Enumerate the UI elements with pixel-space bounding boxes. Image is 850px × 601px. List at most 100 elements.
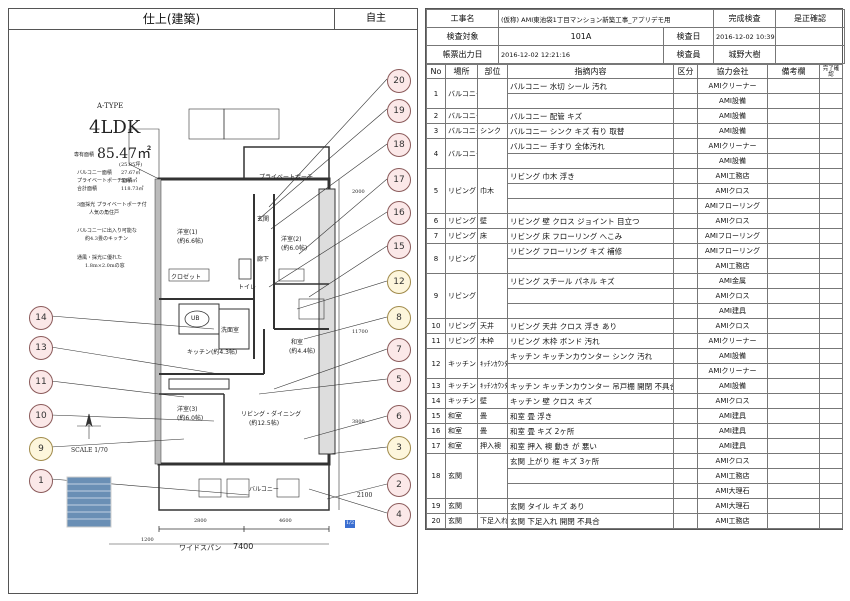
row-done-check[interactable] — [819, 138, 843, 154]
row-done-check[interactable] — [819, 348, 843, 364]
row-remarks[interactable] — [767, 288, 820, 304]
pin-5[interactable]: 5 — [387, 368, 411, 392]
pin-20[interactable]: 20 — [387, 69, 411, 93]
row-done-check[interactable] — [819, 393, 843, 409]
table-row[interactable]: AMI設備 — [427, 93, 843, 109]
row-remarks[interactable] — [767, 228, 820, 244]
row-done-check[interactable] — [819, 423, 843, 439]
row-done-check[interactable] — [819, 453, 843, 469]
row-done-check[interactable] — [819, 468, 843, 484]
row-done-check[interactable] — [819, 258, 843, 274]
table-row[interactable]: AMIクロス — [427, 183, 843, 199]
row-remarks[interactable] — [767, 138, 820, 154]
row-remarks[interactable] — [767, 318, 820, 334]
table-row[interactable]: AMIフローリング — [427, 198, 843, 214]
row-remarks[interactable] — [767, 243, 820, 259]
row-done-check[interactable] — [819, 183, 843, 199]
pin-10[interactable]: 10 — [29, 404, 53, 428]
row-done-check[interactable] — [819, 288, 843, 304]
row-remarks[interactable] — [767, 408, 820, 424]
row-done-check[interactable] — [819, 93, 843, 109]
row-remarks[interactable] — [767, 453, 820, 469]
pin-18[interactable]: 18 — [387, 133, 411, 157]
table-row[interactable]: AMIクリーナー — [427, 363, 843, 379]
row-done-check[interactable] — [819, 78, 843, 94]
row-remarks[interactable] — [767, 213, 820, 229]
pin-13[interactable]: 13 — [29, 336, 53, 360]
row-remarks[interactable] — [767, 168, 820, 184]
row-done-check[interactable] — [819, 213, 843, 229]
pin-1[interactable]: 1 — [29, 469, 53, 493]
row-done-check[interactable] — [819, 153, 843, 169]
pin-6[interactable]: 6 — [387, 405, 411, 429]
pin-17[interactable]: 17 — [387, 168, 411, 192]
pin-19[interactable]: 19 — [387, 99, 411, 123]
row-done-check[interactable] — [819, 333, 843, 349]
row-done-check[interactable] — [819, 408, 843, 424]
row-done-check[interactable] — [819, 483, 843, 499]
row-remarks[interactable] — [767, 498, 820, 514]
table-row[interactable]: AMI工務店 — [427, 258, 843, 274]
pin-2[interactable]: 2 — [387, 473, 411, 497]
table-row[interactable]: AMI設備 — [427, 153, 843, 169]
pin-7[interactable]: 7 — [387, 338, 411, 362]
row-remarks[interactable] — [767, 393, 820, 409]
row-done-check[interactable] — [819, 228, 843, 244]
row-remarks[interactable] — [767, 198, 820, 214]
row-remarks[interactable] — [767, 333, 820, 349]
pin-8[interactable]: 8 — [387, 306, 411, 330]
row-done-check[interactable] — [819, 108, 843, 124]
row-remarks[interactable] — [767, 363, 820, 379]
row-done-check[interactable] — [819, 273, 843, 289]
row-done-check[interactable] — [819, 168, 843, 184]
row-remarks[interactable] — [767, 483, 820, 499]
row-remarks[interactable] — [767, 258, 820, 274]
row-remarks[interactable] — [767, 93, 820, 109]
table-row[interactable]: AMIクロス — [427, 288, 843, 304]
pin-3[interactable]: 3 — [387, 436, 411, 460]
row-remarks[interactable] — [767, 348, 820, 364]
pin-16[interactable]: 16 — [387, 201, 411, 225]
floor-plan[interactable]: A-TYPE 4LDK 専有面積 85.47㎡ (25.85坪) バルコニー面積… — [9, 29, 417, 593]
row-done-check[interactable] — [819, 318, 843, 334]
row-done-check[interactable] — [819, 198, 843, 214]
row-remarks[interactable] — [767, 303, 820, 319]
row-remarks[interactable] — [767, 78, 820, 94]
row-remarks[interactable] — [767, 108, 820, 124]
pin-11[interactable]: 11 — [29, 370, 53, 394]
pin-9[interactable]: 9 — [29, 437, 53, 461]
table-row[interactable]: AMI大理石 — [427, 483, 843, 499]
table-row[interactable]: 13キッチンｷｯﾁﾝｶｳﾝﾀｰキッチン キッチンカウンター 吊戸棚 開閉 不具合… — [426, 378, 843, 394]
row-done-check[interactable] — [819, 513, 843, 529]
row-remarks[interactable] — [767, 513, 820, 529]
row-done-check[interactable] — [819, 378, 843, 394]
pin-15[interactable]: 15 — [387, 235, 411, 259]
row-done-check[interactable] — [819, 498, 843, 514]
row-remarks[interactable] — [767, 423, 820, 439]
table-row[interactable]: 12キッチンｷｯﾁﾝｶｳﾝﾀｰキッチン キッチンカウンター シンク 汚れAMI設… — [426, 348, 843, 379]
pin-12[interactable]: 12 — [387, 270, 411, 294]
row-remarks[interactable] — [767, 153, 820, 169]
row-remarks[interactable] — [767, 273, 820, 289]
pin-4[interactable]: 4 — [387, 503, 411, 527]
row-done-check[interactable] — [819, 243, 843, 259]
row-remarks[interactable] — [767, 183, 820, 199]
pin-14[interactable]: 14 — [29, 306, 53, 330]
